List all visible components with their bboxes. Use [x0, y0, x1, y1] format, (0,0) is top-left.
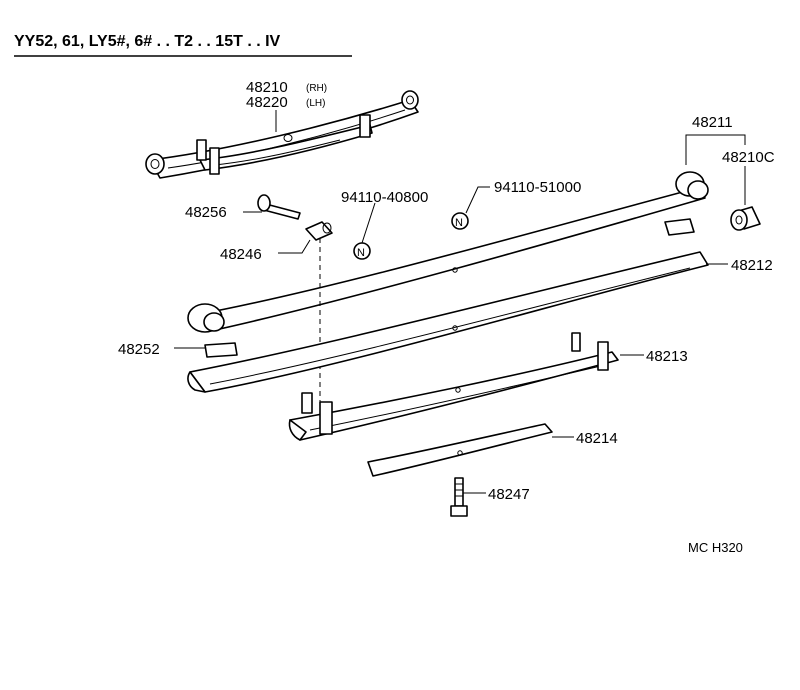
- leader-94110-40800: [361, 202, 376, 244]
- leaf-spring-assembly: [145, 90, 419, 179]
- pad-48252: [204, 342, 238, 358]
- leaf-48212: [187, 251, 709, 393]
- part-48220-label: 48220: [246, 94, 288, 111]
- main-leaf-48211: [187, 171, 709, 333]
- leader-48246: [278, 239, 311, 254]
- part-48247-label: 48247: [488, 486, 530, 503]
- bolt-48256: [257, 194, 301, 220]
- part-48246-label: 48246: [220, 246, 262, 263]
- part-48210-side: (RH): [306, 83, 327, 94]
- part-48220-side: (LH): [306, 98, 325, 109]
- part-48214-label: 48214: [576, 430, 618, 447]
- part-48210c-label: 48210C: [722, 149, 775, 166]
- part-48252-label: 48252: [118, 341, 160, 358]
- leader-94110-51000: [465, 186, 490, 214]
- pad-right: [664, 218, 695, 236]
- part-94110-40800-label: 94110-40800: [341, 189, 428, 206]
- leaf-48213: [288, 332, 619, 441]
- nut-94110-51000: N: [451, 212, 469, 230]
- nut-94110-40800: N: [353, 242, 371, 260]
- plate-48214: [367, 423, 553, 477]
- part-48211-label: 48211: [692, 114, 733, 131]
- part-48256-label: 48256: [185, 204, 227, 221]
- part-48210-label: 48210: [246, 79, 288, 96]
- svg-text:N: N: [357, 247, 365, 259]
- leader-48211: [685, 134, 746, 165]
- part-48213-label: 48213: [646, 348, 688, 365]
- part-48212-label: 48212: [731, 257, 773, 274]
- svg-text:N: N: [455, 217, 463, 229]
- bushing-48210c: [730, 206, 761, 231]
- bolt-48247: [450, 477, 468, 517]
- model-header: YY52, 61, LY5#, 6# . . T2 . . 15T . . IV: [14, 33, 281, 50]
- diagram-code: MC H320: [688, 540, 743, 555]
- part-94110-51000-label: 94110-51000: [494, 179, 581, 196]
- pin-48246: [305, 221, 333, 241]
